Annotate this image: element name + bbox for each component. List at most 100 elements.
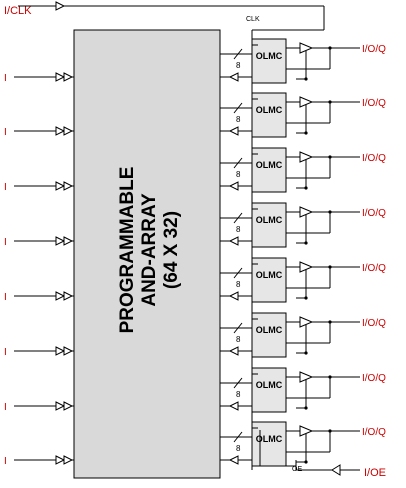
- bus-slash-6: [233, 322, 243, 334]
- input-buffer-inv-2: [63, 126, 74, 136]
- bus-width-label-2: 8: [236, 115, 241, 124]
- olmc-label-3: OLMC: [256, 160, 283, 170]
- output-pin-label-1: I/O/Q: [362, 44, 386, 55]
- feedback-buffer-8: [228, 455, 239, 465]
- input-pin-label-5: I: [4, 292, 7, 303]
- olmc-label-4: OLMC: [256, 215, 283, 225]
- input-buffer-6: [55, 346, 66, 356]
- olmc-label-7: OLMC: [256, 380, 283, 390]
- olmc-box-3: [251, 147, 287, 193]
- oe-junction-4: [304, 241, 308, 245]
- input-buffer-2: [55, 126, 66, 136]
- bus-slash-2: [233, 102, 243, 114]
- olmc-label-2: OLMC: [256, 105, 283, 115]
- input-pin-label-3: I: [4, 182, 7, 193]
- olmc-box-6: [251, 312, 287, 358]
- output-pin-label-5: I/O/Q: [362, 263, 386, 274]
- input-buffer-inv-5: [63, 291, 74, 301]
- output-buffer-1: [299, 42, 314, 54]
- bus-slash-3: [233, 157, 243, 169]
- oe-junction-6: [304, 351, 308, 355]
- olmc-label-5: OLMC: [256, 270, 283, 280]
- input-buffer-4: [55, 236, 66, 246]
- input-pin-label-4: I: [4, 237, 7, 248]
- output-pin-label-8: I/O/Q: [362, 427, 386, 438]
- oe-junction-1: [304, 77, 308, 81]
- output-pin-label-4: I/O/Q: [362, 208, 386, 219]
- bus-width-label-6: 8: [236, 335, 241, 344]
- oe-junction-5: [304, 296, 308, 300]
- output-pin-label-6: I/O/Q: [362, 318, 386, 329]
- output-buffer-5: [299, 261, 314, 273]
- input-pin-label-8: I: [4, 456, 7, 467]
- output-buffer-7: [299, 371, 314, 383]
- input-buffer-inv-4: [63, 236, 74, 246]
- feedback-buffer-3: [228, 181, 239, 191]
- input-buffer-inv-1: [63, 72, 74, 82]
- feedback-buffer-4: [228, 236, 239, 246]
- input-buffer-7: [55, 401, 66, 411]
- input-buffer-inv-6: [63, 346, 74, 356]
- input-buffer-3: [55, 181, 66, 191]
- feedback-buffer-6: [228, 346, 239, 356]
- olmc-label-8: OLMC: [256, 434, 283, 444]
- olmc-box-7: [251, 367, 287, 413]
- bus-width-label-5: 8: [236, 280, 241, 289]
- output-buffer-6: [299, 316, 314, 328]
- output-pin-label-3: I/O/Q: [362, 153, 386, 164]
- input-buffer-1: [55, 72, 66, 82]
- bus-slash-8: [233, 431, 243, 443]
- oe-junction-3: [304, 186, 308, 190]
- olmc-box-8: [251, 421, 287, 467]
- input-buffer-inv-7: [63, 401, 74, 411]
- input-pin-label-6: I: [4, 347, 7, 358]
- output-pin-label-2: I/O/Q: [362, 98, 386, 109]
- bus-width-label-3: 8: [236, 170, 241, 179]
- input-pin-label-7: I: [4, 402, 7, 413]
- feedback-buffer-1: [228, 72, 239, 82]
- input-pin-label-1: I: [4, 73, 7, 84]
- clk-pin-label: I/CLK: [4, 5, 32, 17]
- olmc-box-2: [251, 92, 287, 138]
- bus-width-label-7: 8: [236, 390, 241, 399]
- bus-width-label-8: 8: [236, 444, 241, 453]
- output-buffer-4: [299, 206, 314, 218]
- olmc-label-6: OLMC: [256, 325, 283, 335]
- olmc-label-1: OLMC: [256, 51, 283, 61]
- feedback-buffer-7: [228, 401, 239, 411]
- array-title: PROGRAMMABLE AND-ARRAY (64 X 32): [117, 167, 182, 334]
- feedback-buffer-5: [228, 291, 239, 301]
- input-buffer-inv-3: [63, 181, 74, 191]
- bus-width-label-4: 8: [236, 225, 241, 234]
- input-buffer-5: [55, 291, 66, 301]
- olmc-box-4: [251, 202, 287, 248]
- oe-junction-8: [304, 460, 308, 464]
- olmc-box-5: [251, 257, 287, 303]
- bus-width-label-1: 8: [236, 61, 241, 70]
- clk-signal-label: CLK: [246, 16, 260, 23]
- clk-input-buffer: [55, 1, 66, 11]
- input-pin-label-2: I: [4, 127, 7, 138]
- olmc-box-1: [251, 38, 287, 84]
- oe-junction-2: [304, 131, 308, 135]
- programmable-and-array: [73, 29, 221, 479]
- bus-slash-5: [233, 267, 243, 279]
- array-title-line2: AND-ARRAY: [139, 193, 160, 307]
- repeated-circuitry: IIIIIIII8OLMCI/O/Q8OLMCI/O/Q8OLMCI/O/Q8O…: [4, 1, 386, 476]
- output-buffer-8: [299, 425, 314, 437]
- output-buffer-2: [299, 96, 314, 108]
- output-buffer-3: [299, 151, 314, 163]
- output-pin-label-7: I/O/Q: [362, 373, 386, 384]
- bus-slash-4: [233, 212, 243, 224]
- bus-slash-1: [233, 48, 243, 60]
- bus-slash-7: [233, 377, 243, 389]
- array-title-line1: PROGRAMMABLE: [117, 167, 138, 334]
- oe-input-buffer: [331, 464, 341, 476]
- input-buffer-8: [55, 455, 66, 465]
- oe-junction-7: [304, 406, 308, 410]
- oe-pin-label: I/OE: [364, 467, 386, 479]
- feedback-buffer-2: [228, 126, 239, 136]
- array-title-line3: (64 X 32): [161, 211, 182, 289]
- input-buffer-inv-8: [63, 455, 74, 465]
